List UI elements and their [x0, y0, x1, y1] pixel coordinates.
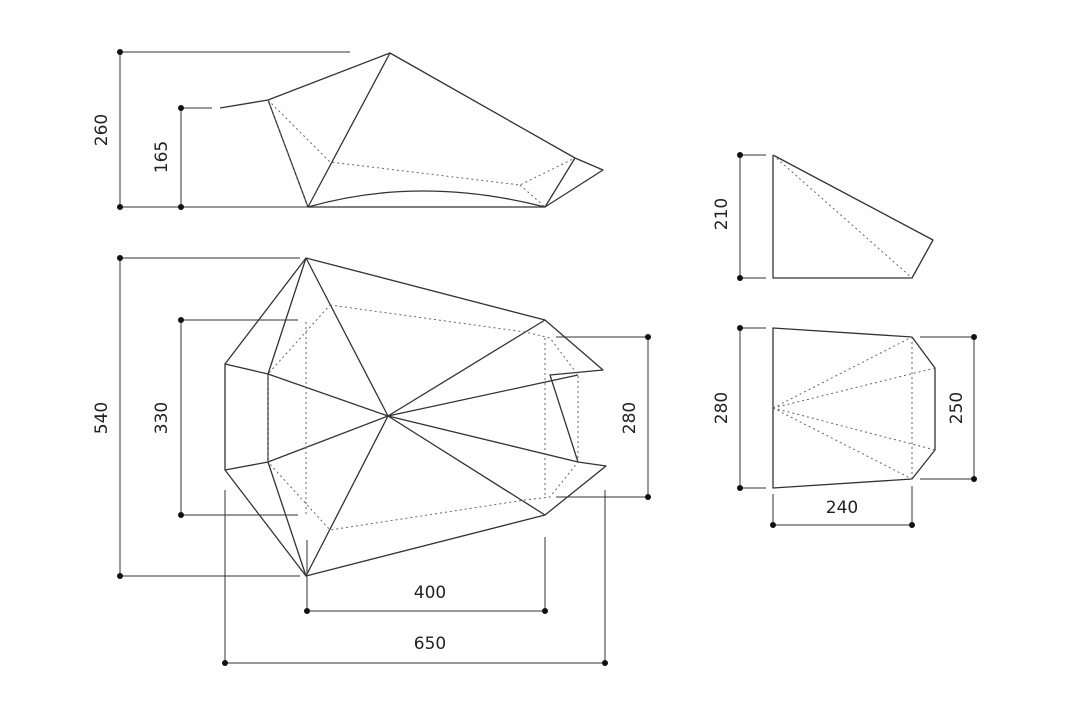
top-view-ridge-1: [305, 257, 389, 417]
dim-point: [117, 573, 123, 579]
dim-point: [602, 660, 608, 666]
side-view-hidden-line-3: [519, 184, 546, 208]
top-view: 540 330 280 400 650: [92, 255, 651, 666]
end-view-outline: [772, 154, 934, 279]
dim-point: [222, 660, 228, 666]
dim-point: [971, 334, 977, 340]
end-floor-hidden-fan-1: [772, 336, 913, 409]
label-540: 540: [92, 402, 112, 434]
end-floor-hidden-fan-3: [772, 407, 936, 451]
label-330: 330: [152, 402, 172, 434]
top-view-ridge-6: [387, 415, 546, 516]
label-250: 250: [947, 392, 967, 424]
label-240: 240: [826, 498, 858, 518]
end-view: 210: [712, 152, 934, 281]
top-view-ridge-7: [387, 374, 579, 417]
side-view-floor-curve: [307, 190, 546, 208]
dim-point: [542, 608, 548, 614]
top-view-wall-link-2: [224, 461, 269, 471]
dim-point: [770, 522, 776, 528]
dim-point: [737, 152, 743, 158]
side-view-pole: [307, 52, 391, 208]
end-floor-outline: [772, 327, 936, 489]
label-280-end: 280: [712, 392, 732, 424]
top-view-ridge-8: [387, 415, 579, 463]
top-view-hidden-floor: [267, 304, 579, 531]
label-650: 650: [414, 634, 446, 654]
end-floor-hidden-fan-4: [772, 407, 913, 480]
dim-point: [737, 325, 743, 331]
side-view-end-strut: [544, 157, 576, 208]
end-floor-view: 280 250 240: [712, 325, 977, 528]
dim-point: [737, 275, 743, 281]
top-view-ridge-5: [387, 319, 546, 417]
side-view: 260 165: [92, 49, 604, 210]
dim-point: [645, 334, 651, 340]
top-view-ridge-3: [267, 373, 389, 417]
label-280-top-view: 280: [620, 402, 640, 434]
dim-point: [117, 255, 123, 261]
end-floor-hidden-fan-2: [772, 367, 936, 409]
dim-point: [737, 485, 743, 491]
dim-point: [178, 105, 184, 111]
top-view-ridge-2: [305, 415, 389, 577]
dim-point: [178, 204, 184, 210]
dim-point: [304, 608, 310, 614]
label-210: 210: [712, 198, 732, 230]
side-view-hidden-lines: [267, 99, 576, 186]
label-165: 165: [152, 141, 172, 173]
label-400: 400: [414, 583, 446, 603]
top-view-outline: [224, 257, 607, 577]
top-view-ridge-4: [267, 415, 389, 463]
dim-point: [909, 522, 915, 528]
side-view-hidden-line-2: [267, 99, 309, 208]
dim-point: [971, 476, 977, 482]
dim-point: [645, 494, 651, 500]
dim-point: [178, 512, 184, 518]
label-260: 260: [92, 114, 112, 146]
end-view-hidden-line: [772, 154, 913, 279]
side-view-outline: [219, 52, 604, 208]
top-view-inner-wall: [267, 257, 307, 577]
dim-point: [117, 204, 123, 210]
dim-point: [178, 317, 184, 323]
top-view-wall-link-1: [224, 363, 269, 375]
dim-point: [117, 49, 123, 55]
